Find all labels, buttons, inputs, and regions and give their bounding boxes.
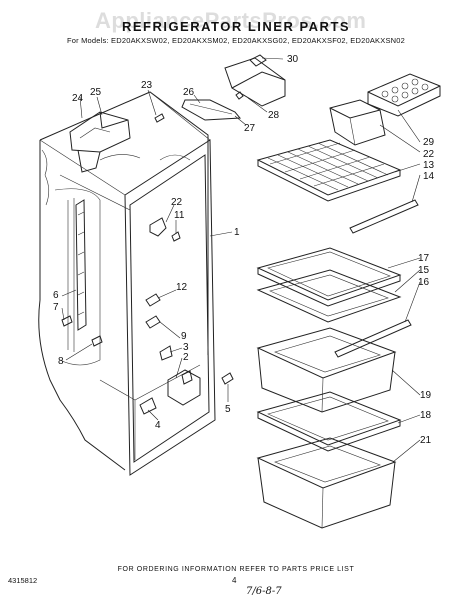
callout-7: 7 bbox=[53, 302, 59, 313]
callout-23: 23 bbox=[141, 80, 153, 91]
page-number: 4 bbox=[232, 576, 237, 585]
callout-15: 15 bbox=[418, 265, 430, 276]
callout-19: 19 bbox=[420, 390, 432, 401]
callout-17: 17 bbox=[418, 253, 430, 264]
callout-labels: 30 28 27 26 23 24 25 29 22 13 14 17 15 1… bbox=[53, 54, 435, 446]
small-parts-7-8 bbox=[61, 315, 103, 347]
callout-26: 26 bbox=[183, 87, 195, 98]
screw-5 bbox=[221, 372, 234, 385]
glass-shelf bbox=[256, 247, 402, 307]
callout-27: 27 bbox=[244, 123, 256, 134]
callout-2: 2 bbox=[183, 352, 189, 363]
callout-16: 16 bbox=[418, 277, 430, 288]
callout-4: 4 bbox=[155, 420, 161, 431]
liner-cabinet bbox=[38, 91, 216, 476]
model-list: For Models: ED20AKXSW02, ED20AKXSM02, ED… bbox=[66, 36, 406, 45]
callout-22: 22 bbox=[171, 197, 183, 208]
shelf-clips bbox=[145, 293, 173, 361]
watermark: AppliancePartsPros.com bbox=[95, 8, 367, 33]
shelf-frame-15 bbox=[256, 269, 402, 323]
callout-30: 30 bbox=[287, 54, 299, 65]
air-duct-cover bbox=[69, 111, 131, 173]
callout-24: 24 bbox=[72, 93, 84, 104]
callout-8: 8 bbox=[58, 356, 64, 367]
callout-13: 13 bbox=[423, 160, 435, 171]
callout-28: 28 bbox=[268, 110, 280, 121]
screw-23 bbox=[154, 113, 165, 123]
callout-18: 18 bbox=[420, 410, 432, 421]
callout-9: 9 bbox=[181, 331, 187, 342]
bracket-22 bbox=[149, 217, 181, 242]
wire-shelf bbox=[256, 139, 402, 202]
callout-5: 5 bbox=[225, 404, 231, 415]
callout-6: 6 bbox=[53, 290, 59, 301]
utility-bin bbox=[329, 99, 386, 146]
callout-12: 12 bbox=[176, 282, 188, 293]
crisper-cover bbox=[256, 391, 402, 452]
callout-14: 14 bbox=[423, 171, 435, 182]
ordering-note: FOR ORDERING INFORMATION REFER TO PARTS … bbox=[117, 566, 355, 573]
crisper-pan-lower bbox=[256, 437, 397, 529]
callout-11: 11 bbox=[174, 210, 185, 221]
control-housing bbox=[224, 54, 286, 107]
callout-1: 1 bbox=[234, 227, 240, 238]
page-title: REFRIGERATOR LINER PARTS bbox=[121, 19, 351, 34]
shelf-trim-14 bbox=[349, 199, 419, 234]
callout-21: 22 bbox=[423, 149, 435, 160]
upper-rail bbox=[181, 91, 244, 121]
bracket-4 bbox=[139, 369, 201, 415]
callout-29: 29 bbox=[423, 137, 435, 148]
callout-3: 3 bbox=[183, 342, 189, 353]
shelf-trim-16 bbox=[334, 319, 412, 358]
crisper-pan-upper bbox=[256, 327, 397, 413]
leader-lines bbox=[61, 57, 421, 463]
document-number: 4315812 bbox=[8, 576, 38, 585]
callout-25: 25 bbox=[90, 87, 102, 98]
callout-20: 21 bbox=[420, 435, 432, 446]
handwritten-code: 7/6-8-7 bbox=[246, 586, 282, 597]
shelf-rail-left bbox=[75, 199, 87, 331]
